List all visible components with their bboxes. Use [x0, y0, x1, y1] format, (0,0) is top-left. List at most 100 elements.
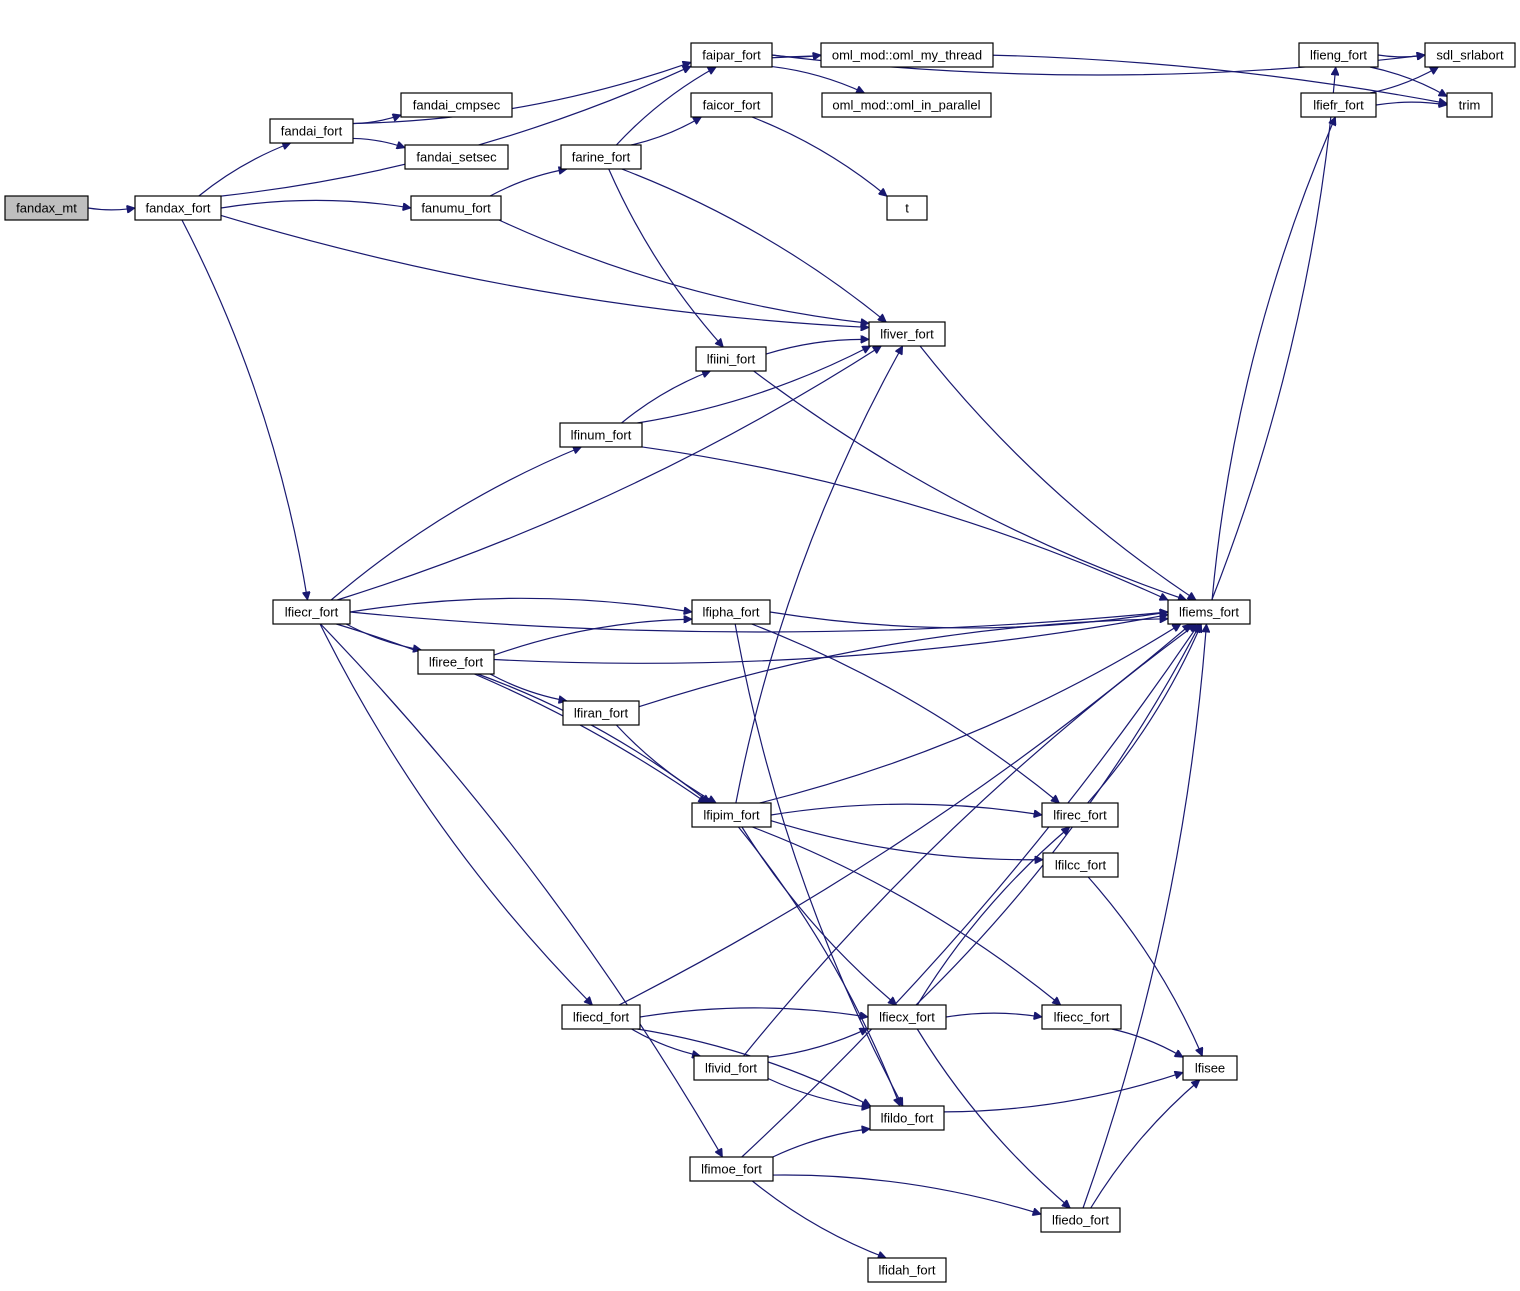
- node-label: lfiran_fort: [574, 706, 629, 721]
- node-label: lfidah_fort: [878, 1263, 935, 1278]
- edge-fanumu_fort-to-lfiver_fort: [498, 219, 869, 323]
- node-label: lfildo_fort: [881, 1111, 934, 1126]
- node-label: lfipim_fort: [703, 808, 760, 823]
- edge-lfiecr_fort-to-lfipim_fort: [336, 623, 706, 803]
- edge-farine_fort-to-lfiver_fort: [621, 168, 887, 322]
- node-box: [269, 118, 354, 144]
- node-lfilcc_fort[interactable]: lfilcc_fort: [1042, 852, 1119, 878]
- edge-lfipim_fort-to-lfildo_fort: [737, 826, 900, 1106]
- node-box: [562, 700, 640, 726]
- node-label: lfiecx_fort: [879, 1010, 935, 1025]
- node-lfiecx_fort[interactable]: lfiecx_fort: [867, 1004, 947, 1030]
- node-t[interactable]: t: [886, 195, 928, 221]
- node-fandai_cmpsec[interactable]: fandai_cmpsec: [400, 92, 513, 118]
- node-box: [561, 1004, 641, 1030]
- node-lfipim_fort[interactable]: lfipim_fort: [691, 802, 772, 828]
- node-lfiecr_fort[interactable]: lfiecr_fort: [272, 599, 351, 625]
- edge-lfiems_fort-to-lfieng_fort: [1211, 67, 1336, 601]
- node-label: lfisee: [1195, 1061, 1225, 1076]
- edge-lfivid_fort-to-lfiems_fort: [743, 624, 1197, 1057]
- edge-farine_fort-to-lfiini_fort: [608, 168, 724, 347]
- node-label: lfipha_fort: [702, 605, 759, 620]
- node-label: lfirec_fort: [1053, 808, 1107, 823]
- edge-lfimoe_fort-to-lfildo_fort: [772, 1129, 870, 1158]
- node-sdl_srlabort[interactable]: sdl_srlabort: [1424, 42, 1516, 68]
- node-lfiran_fort[interactable]: lfiran_fort: [562, 700, 640, 726]
- node-box: [1041, 1004, 1122, 1030]
- node-faicor_fort[interactable]: faicor_fort: [690, 92, 773, 118]
- node-box: [693, 1055, 769, 1081]
- node-lfimoe_fort[interactable]: lfimoe_fort: [689, 1156, 774, 1182]
- node-lfisee[interactable]: lfisee: [1182, 1055, 1238, 1081]
- node-faipar_fort[interactable]: faipar_fort: [690, 42, 773, 68]
- edge-faipar_fort-to-oml_in_parallel: [771, 65, 865, 93]
- node-label: lfiecr_fort: [285, 605, 339, 620]
- node-lfiefr_fort[interactable]: lfiefr_fort: [1300, 92, 1377, 118]
- node-lfiini_fort[interactable]: lfiini_fort: [695, 346, 767, 372]
- node-label: sdl_srlabort: [1436, 48, 1504, 63]
- node-lfipha_fort[interactable]: lfipha_fort: [691, 599, 771, 625]
- node-label: fandax_fort: [145, 201, 210, 216]
- node-lfiems_fort[interactable]: lfiems_fort: [1167, 599, 1251, 625]
- node-label: lfivid_fort: [705, 1061, 757, 1076]
- node-box: [867, 1257, 947, 1283]
- node-box: [869, 1105, 945, 1131]
- node-lfildo_fort[interactable]: lfildo_fort: [869, 1105, 945, 1131]
- node-trim[interactable]: trim: [1446, 92, 1493, 118]
- edge-lfiems_fort-to-lfiefr_fort: [1211, 117, 1335, 601]
- node-oml_my_thread[interactable]: oml_mod::oml_my_thread: [820, 42, 994, 68]
- edge-lfipha_fort-to-lfirec_fort: [751, 623, 1060, 803]
- node-label: t: [905, 201, 909, 216]
- node-box: [689, 1156, 774, 1182]
- node-lfiver_fort[interactable]: lfiver_fort: [868, 321, 946, 347]
- node-lfirec_fort[interactable]: lfirec_fort: [1041, 802, 1119, 828]
- edge-lfimoe_fort-to-lfidah_fort: [751, 1180, 886, 1258]
- node-lfivid_fort[interactable]: lfivid_fort: [693, 1055, 769, 1081]
- node-box: [690, 42, 773, 68]
- node-fanumu_fort[interactable]: fanumu_fort: [410, 195, 502, 221]
- node-label: fanumu_fort: [421, 201, 491, 216]
- edge-lfiecr_fort-to-lfimoe_fort: [320, 623, 723, 1157]
- edge-farine_fort-to-faicor_fort: [630, 116, 701, 146]
- edge-lfiecr_fort-to-lfiems_fort: [349, 612, 1168, 633]
- node-label: fandai_fort: [281, 124, 343, 139]
- node-box: [690, 92, 773, 118]
- edge-lfilcc_fort-to-lfisee: [1087, 876, 1202, 1056]
- node-fandax_mt[interactable]: fandax_mt: [4, 195, 89, 221]
- edge-fanumu_fort-to-farine_fort: [489, 169, 567, 197]
- node-label: lfilcc_fort: [1055, 858, 1107, 873]
- node-lfinum_fort[interactable]: lfinum_fort: [559, 422, 643, 448]
- edge-lfipim_fort-to-lfiecc_fort: [752, 826, 1060, 1005]
- node-box: [404, 144, 509, 170]
- edge-lfiecx_fort-to-lfiecc_fort: [945, 1013, 1042, 1017]
- node-lfiecd_fort[interactable]: lfiecd_fort: [561, 1004, 641, 1030]
- edge-fandax_mt-to-fandax_fort: [87, 208, 135, 210]
- edge-lfiefr_fort-to-sdl_srlabort: [1369, 66, 1438, 94]
- node-label: oml_mod::oml_my_thread: [832, 48, 982, 63]
- node-lfidah_fort[interactable]: lfidah_fort: [867, 1257, 947, 1283]
- node-label: lfiver_fort: [880, 327, 934, 342]
- node-lfiecc_fort[interactable]: lfiecc_fort: [1041, 1004, 1122, 1030]
- node-lfiedo_fort[interactable]: lfiedo_fort: [1040, 1207, 1121, 1233]
- node-lfiree_fort[interactable]: lfiree_fort: [417, 649, 495, 675]
- edge-lfiefr_fort-to-trim: [1375, 102, 1447, 105]
- node-fandax_fort[interactable]: fandax_fort: [134, 195, 222, 221]
- edge-lfipim_fort-to-lfilcc_fort: [770, 820, 1043, 860]
- node-box: [559, 422, 643, 448]
- node-farine_fort[interactable]: farine_fort: [560, 144, 642, 170]
- edge-lfiedo_fort-to-lfisee: [1090, 1080, 1200, 1209]
- node-box: [1424, 42, 1516, 68]
- node-label: lfiefr_fort: [1313, 98, 1364, 113]
- node-box: [1042, 852, 1119, 878]
- node-oml_in_parallel[interactable]: oml_mod::oml_in_parallel: [821, 92, 992, 118]
- edge-lfimoe_fort-to-lfiems_fort: [741, 624, 1199, 1158]
- node-fandai_fort[interactable]: fandai_fort: [269, 118, 354, 144]
- edge-lfiree_fort-to-lfipha_fort: [493, 619, 692, 656]
- node-fandai_setsec[interactable]: fandai_setsec: [404, 144, 509, 170]
- node-box: [695, 346, 767, 372]
- node-lfieng_fort[interactable]: lfieng_fort: [1298, 42, 1379, 68]
- node-label: trim: [1459, 98, 1481, 113]
- edge-lfivid_fort-to-lfiecx_fort: [767, 1028, 868, 1058]
- edge-lfiecc_fort-to-lfisee: [1111, 1028, 1183, 1058]
- node-box: [560, 144, 642, 170]
